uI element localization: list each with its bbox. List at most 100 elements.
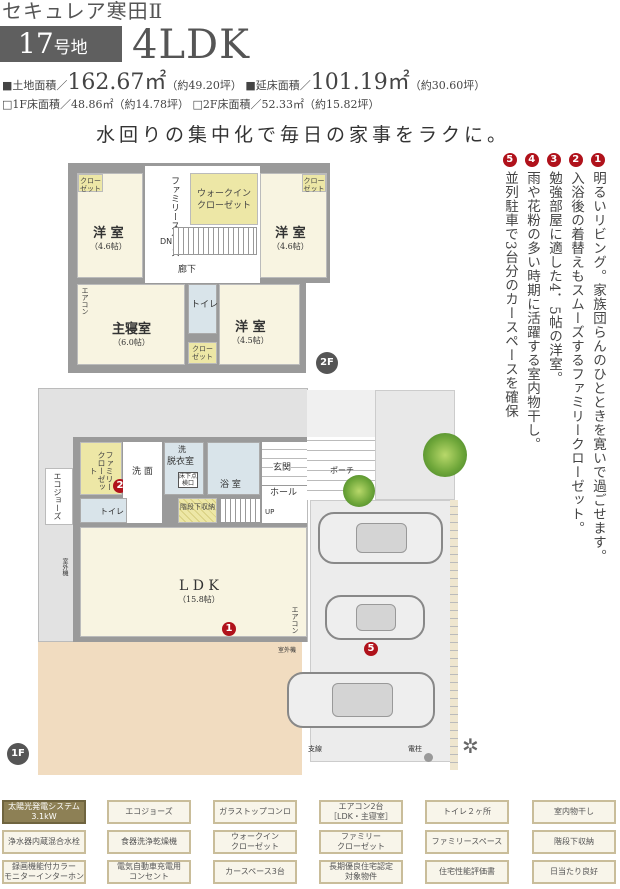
property-name: セキュレア寒田Ⅱ xyxy=(2,0,164,23)
point-2: 2 入浴後の着替えもスムーズするファミリークローゼット。 xyxy=(566,153,586,535)
feature-badge: 階段下収納 xyxy=(532,830,616,854)
porch-label: ポーチ xyxy=(330,466,354,475)
washer-label: 洗 xyxy=(178,445,186,454)
down-label: DN xyxy=(160,237,173,246)
lot-suffix: 号地 xyxy=(53,38,88,58)
room-label: 主寝室（6.0帖） xyxy=(112,322,152,347)
hall-label: 廊下 xyxy=(178,265,197,275)
lot-number-badge: 17号地 xyxy=(0,26,122,62)
land-area-label: ■土地面積／ xyxy=(2,79,68,92)
tree-small xyxy=(343,475,375,507)
feature-badge: 住宅性能評価書 xyxy=(425,860,509,884)
branch-line-label: 支線 xyxy=(308,745,322,753)
lot-number: 17 xyxy=(18,27,54,60)
family-space-label: ファミリースペース xyxy=(169,176,179,257)
feature-badge: 浄水器内蔵混合水栓 xyxy=(2,830,86,854)
washroom-label: 洗 面 xyxy=(132,467,153,477)
car-2 xyxy=(325,595,425,640)
point-number-badge: 4 xyxy=(525,153,539,167)
feature-badge: トイレ２ヶ所 xyxy=(425,800,509,824)
feature-badge: ガラストップコンロ xyxy=(213,800,297,824)
bathroom xyxy=(207,442,260,495)
feature-badge: エコジョーズ xyxy=(107,800,191,824)
point-number-badge: 3 xyxy=(547,153,561,167)
entrance-label: 玄関 xyxy=(273,460,292,473)
aircon-label: エアコン xyxy=(81,287,89,315)
point-5: 5 並列駐車で3台分のカースペースを確保 xyxy=(500,153,520,418)
land-area-value: 162.67㎡ xyxy=(67,70,167,95)
toilet-label: トイレ xyxy=(191,300,219,310)
hall-label: ホール xyxy=(270,488,298,498)
car-3 xyxy=(287,672,435,728)
point-1: 1 明るいリビング。家族団らんのひとときを寛いで過ごせます。 xyxy=(588,153,608,563)
car-1 xyxy=(318,512,443,564)
under-stairs-storage: 階段下収納 xyxy=(178,498,217,523)
aircon-label: エアコン xyxy=(291,606,299,634)
feature-badge: ファミリースペース xyxy=(425,830,509,854)
floor-badge-1f: 1F xyxy=(7,743,29,765)
stairs xyxy=(173,227,257,255)
floor-area-tsubo: （約30.60坪） xyxy=(409,79,486,92)
point-1-marker: 1 xyxy=(222,622,236,636)
ecojoz-unit xyxy=(45,468,73,525)
floor-areas: □1F床面積／48.86㎡（約14.78坪） □2F床面積／52.33㎡（約15… xyxy=(2,98,380,111)
point-number-badge: 5 xyxy=(503,153,517,167)
layout-type: 4LDK xyxy=(132,22,250,68)
feature-badge: 室内物干し xyxy=(532,800,616,824)
feature-badge: エアコン2台 ［LDK・主寝室］ xyxy=(319,800,403,824)
point-4: 4 雨や花粉の多い時期に活躍する室内物干し。 xyxy=(522,153,542,451)
western-room-small xyxy=(219,284,300,365)
area-summary: ■土地面積／162.67㎡（約49.20坪） ■延床面積／101.19㎡（約30… xyxy=(2,71,485,98)
room-label: 洋 室（4.5帖） xyxy=(232,320,269,345)
toilet-label: トイレ xyxy=(100,507,124,516)
feature-badge: 食器洗浄乾燥機 xyxy=(107,830,191,854)
land-area-tsubo: （約49.20坪） xyxy=(166,79,242,92)
walk-in-closet: ウォークインクローゼット xyxy=(190,173,258,225)
ecojoz-label: エコジョーズ xyxy=(53,472,62,520)
feature-badge: ファミリー クローゼット xyxy=(319,830,403,854)
closet-left: クロー ゼット xyxy=(78,174,103,193)
ldk-label: L D K（15.8帖） xyxy=(178,578,220,604)
room-label: 洋 室（4.6帖） xyxy=(90,226,127,251)
point-number-badge: 1 xyxy=(591,153,605,167)
bath-label: 浴 室 xyxy=(220,480,241,490)
master-bedroom xyxy=(77,284,185,365)
feature-badge: カースペース3台 xyxy=(213,860,297,884)
floor-area-value: 101.19㎡ xyxy=(310,70,410,95)
toilet-2f xyxy=(188,284,217,334)
point-5-marker: 5 xyxy=(364,642,378,656)
point-text: 明るいリビング。家族団らんのひとときを寛いで過ごせます。 xyxy=(590,171,606,563)
point-text: 雨や花粉の多い時期に活躍する室内物干し。 xyxy=(524,171,540,451)
utility-pole-icon xyxy=(424,753,433,762)
room-label: 洋 室（4.6帖） xyxy=(272,226,309,251)
utility-pole-label: 電柱 xyxy=(408,745,422,753)
feature-badge: 長期優良住宅認定 対象物件 xyxy=(319,860,403,884)
closet-hall: クロー ゼット xyxy=(188,342,217,364)
closet-right: クロー ゼット xyxy=(302,174,326,193)
point-text: 入浴後の着替えもスムーズするファミリークローゼット。 xyxy=(568,171,584,535)
feature-badge: 太陽光発電システム 3.1kW xyxy=(2,800,86,824)
stairs-1f xyxy=(220,498,262,523)
compass-north-icon: ✲ xyxy=(462,734,479,758)
tree-large xyxy=(423,433,467,477)
bicycle-area xyxy=(307,390,375,437)
feature-badge: ウォークイン クローゼット xyxy=(213,830,297,854)
feature-badge: 録画機能付カラー モニターインターホン xyxy=(2,860,86,884)
dressing-label: 脱衣室 xyxy=(167,457,195,467)
underfloor-hatch: 床下点検口 xyxy=(178,472,198,488)
feature-badge: 日当たり良好 xyxy=(532,860,616,884)
outdoor-unit-label: 室外機 xyxy=(61,558,68,576)
feature-badge: 電気自動車充電用 コンセント xyxy=(107,860,191,884)
up-label: UP xyxy=(265,508,275,517)
point-3: 3 勉強部屋に適した4．5帖の洋室。 xyxy=(544,153,564,385)
feature-grid: 太陽光発電システム 3.1kW エコジョーズガラストップコンロエアコン2台 ［LD… xyxy=(0,800,620,889)
ldk xyxy=(80,527,307,637)
point-text: 勉強部屋に適した4．5帖の洋室。 xyxy=(546,171,562,386)
floor-area-label: ■延床面積／ xyxy=(245,79,311,92)
floor-badge-2f: 2F xyxy=(316,352,338,374)
point-number-badge: 2 xyxy=(569,153,583,167)
outdoor-unit-label-2: 室外機 xyxy=(278,647,297,654)
point-text: 並列駐車で3台分のカースペースを確保 xyxy=(502,171,518,419)
washroom xyxy=(123,442,162,523)
slogan: 水回りの集中化で毎日の家事をラクに。 xyxy=(96,124,511,146)
